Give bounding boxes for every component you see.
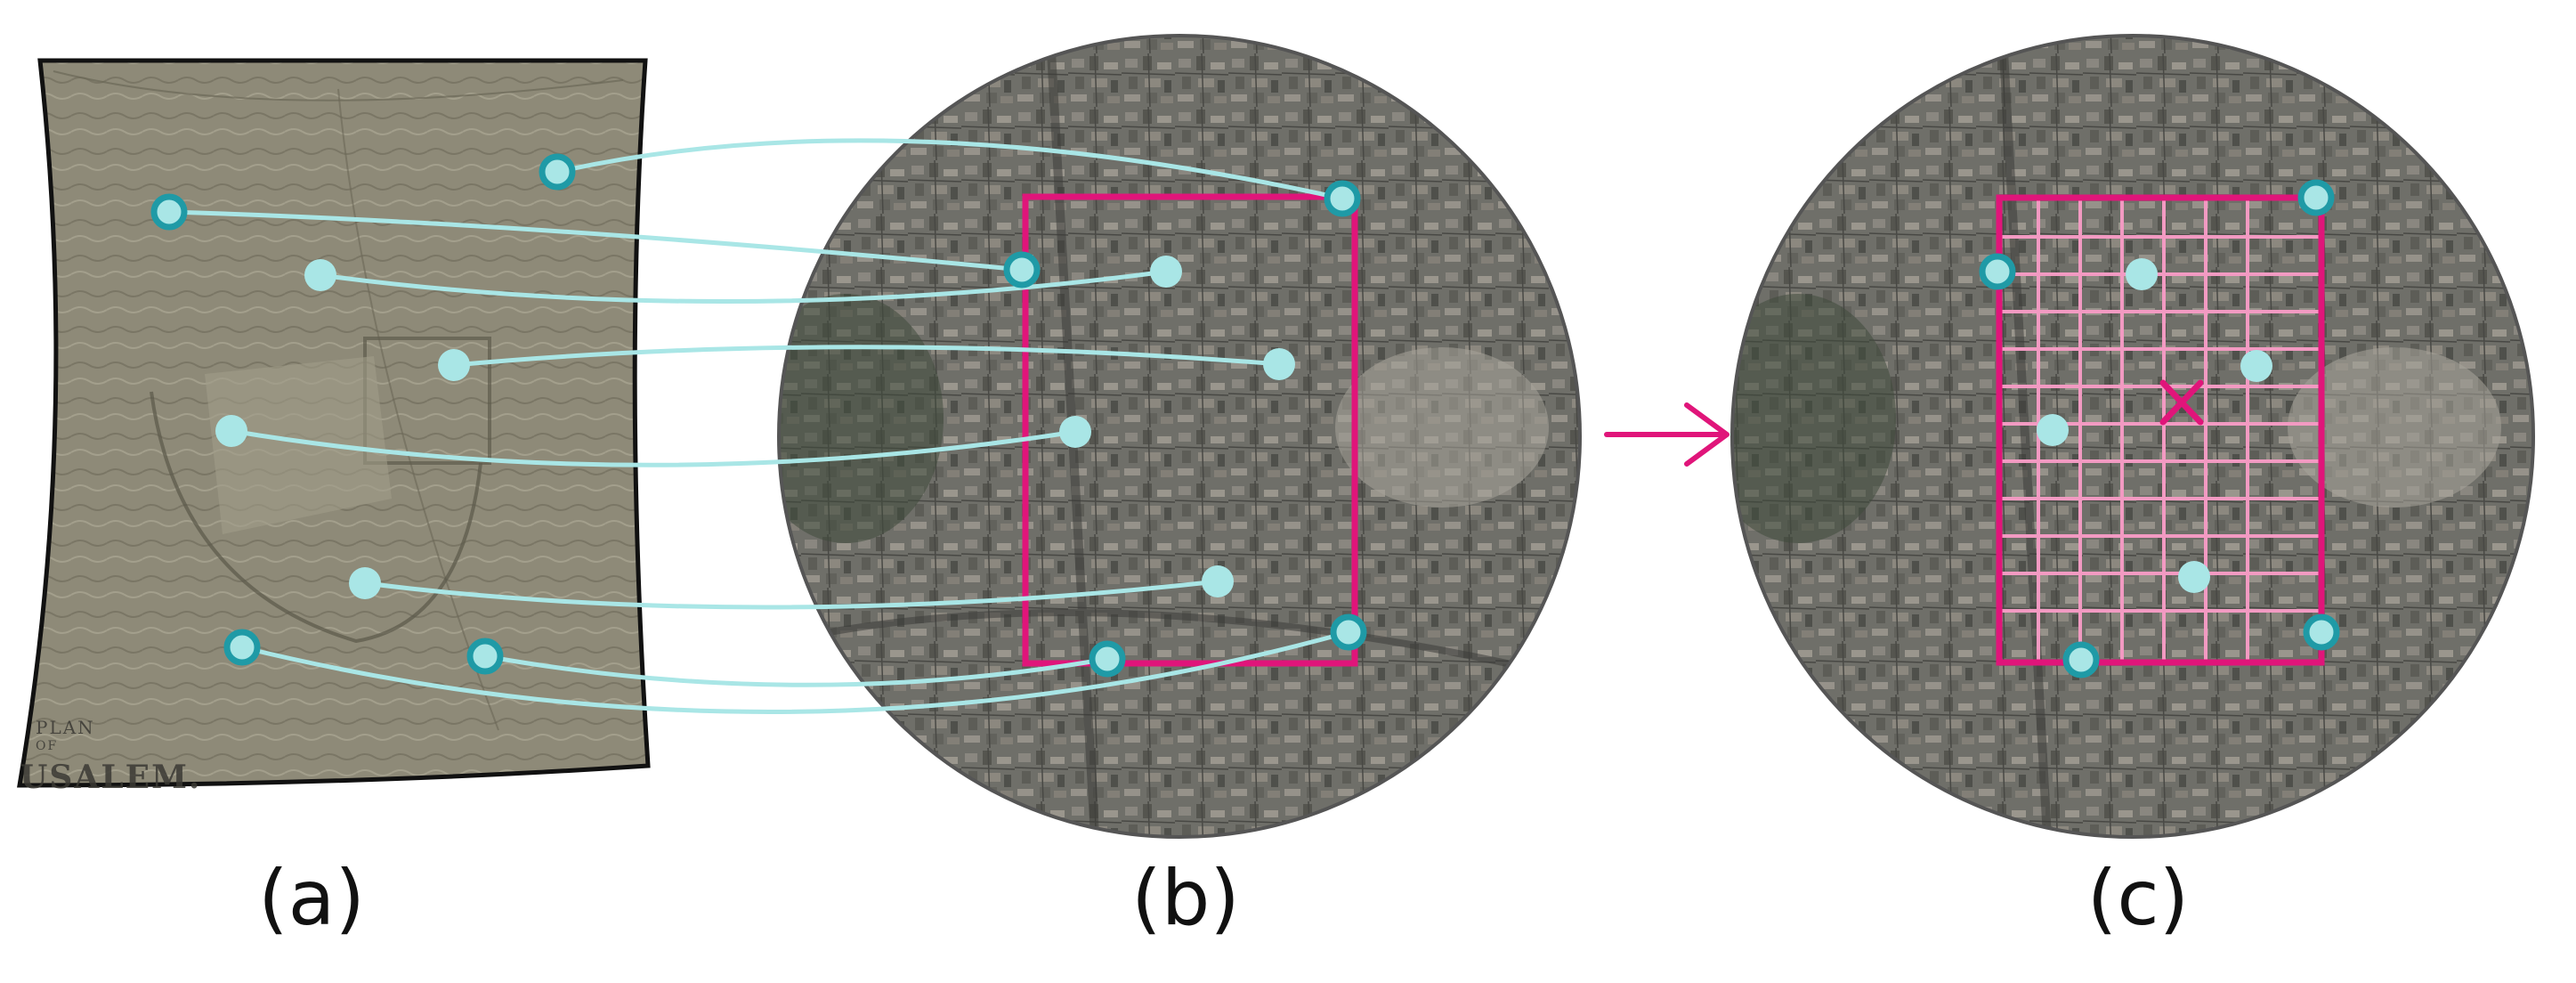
historical-map [17,58,651,788]
satellite-view-b [777,34,1582,839]
satellite-view-c [1730,34,2535,839]
correspondence-lines [168,138,1349,714]
panel-label-c: (c) [2086,854,2190,943]
x-mark-icon [2159,379,2204,426]
rectified-frame [1996,194,2325,666]
arrow-right-icon [1604,402,1729,467]
control-points-a [150,153,576,675]
panel-label-a: (a) [258,854,365,943]
panel-label-b: (b) [1131,854,1240,943]
map-title-line-1: PLAN [36,717,95,738]
map-title-line-3: USALEM. [20,759,202,796]
map-title-line-2: OF [36,739,59,753]
control-points-b [1003,180,1367,678]
selection-rectangle [1022,193,1358,667]
control-points-c [1979,179,2340,678]
